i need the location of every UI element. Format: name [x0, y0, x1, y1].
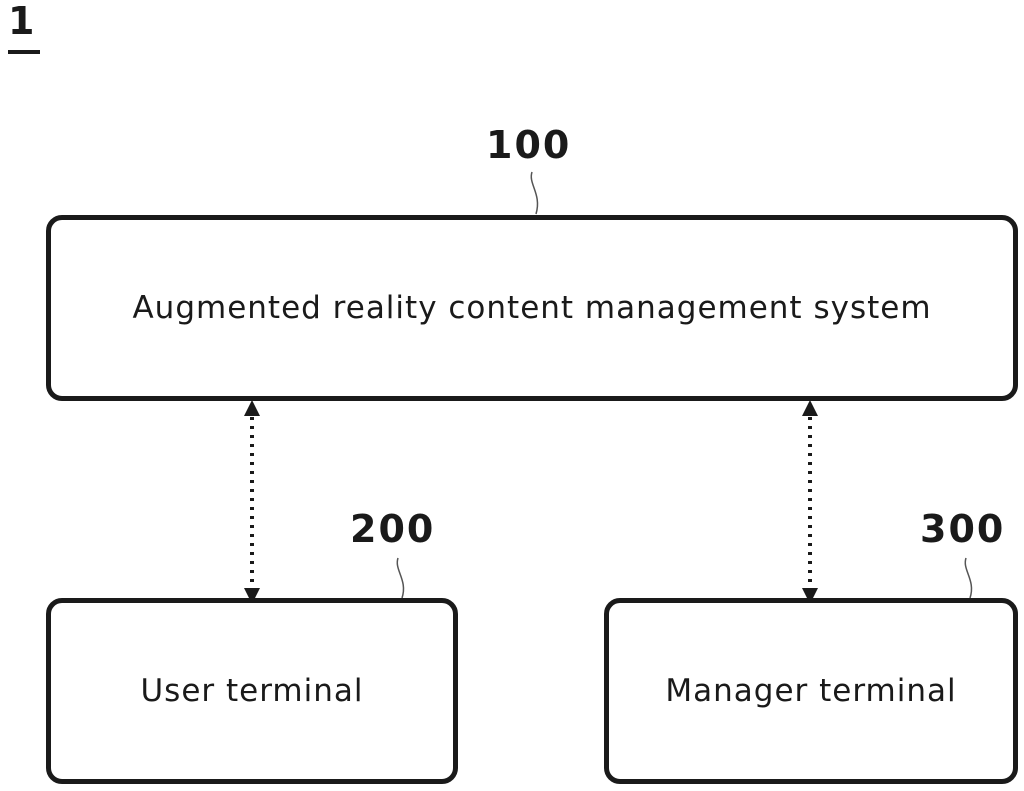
- user-terminal-label: User terminal: [140, 673, 363, 709]
- leader-line-300: [965, 558, 971, 598]
- manager-terminal-box: Manager terminal: [604, 598, 1018, 784]
- ref-number-200: 200: [350, 510, 435, 548]
- system-box: Augmented reality content management sys…: [46, 215, 1018, 401]
- user-terminal-box: User terminal: [46, 598, 458, 784]
- manager-terminal-label: Manager terminal: [665, 673, 956, 709]
- leader-line-200: [397, 558, 403, 598]
- ref-number-300: 300: [920, 510, 1005, 548]
- system-label: Augmented reality content management sys…: [132, 290, 931, 326]
- leader-line-100: [531, 172, 537, 214]
- ref-number-100: 100: [486, 126, 571, 164]
